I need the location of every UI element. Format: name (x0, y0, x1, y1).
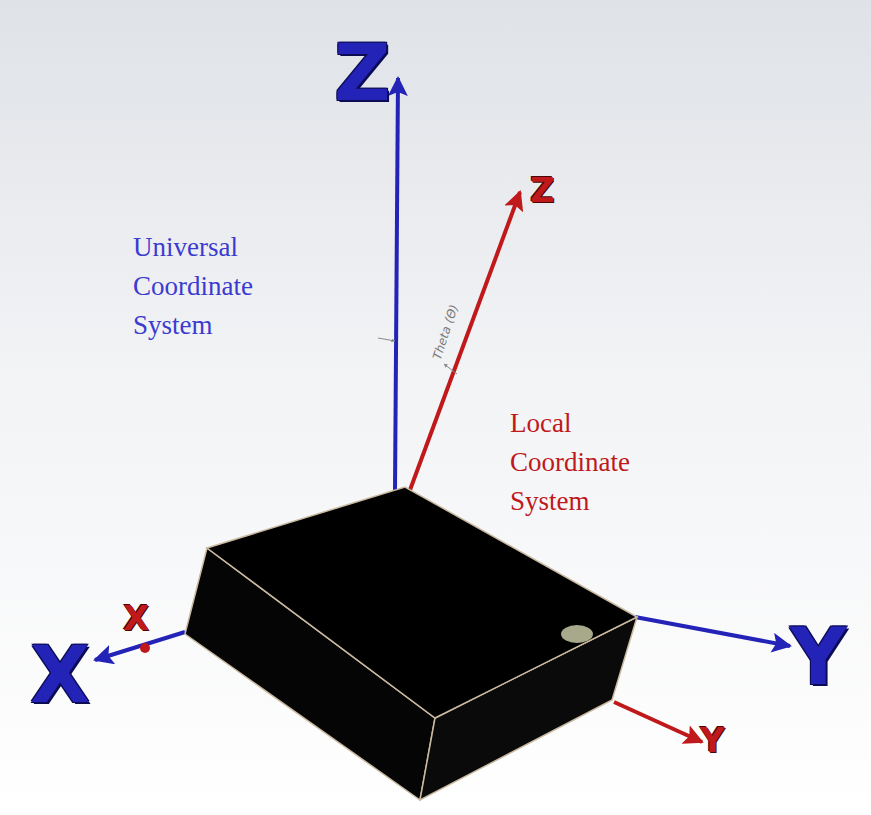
local-x-axis (140, 643, 150, 653)
axis-label: Z (334, 28, 391, 118)
axis-label: X (123, 598, 149, 638)
angle-label: Theta (Θ) (430, 302, 461, 361)
theta-marker (378, 338, 395, 341)
theta-marker (444, 364, 457, 374)
local-y-axis (614, 702, 702, 742)
universal-z-axis (395, 78, 398, 490)
axis-label: Y (790, 612, 846, 702)
axis-label: X (30, 630, 90, 720)
indicator-dot (561, 625, 593, 643)
local-z-axis (410, 192, 520, 490)
box-top-face (207, 487, 637, 718)
system-label: Local Coordinate System (510, 404, 680, 521)
universal-y-axis (635, 617, 790, 646)
axis-label: Z (530, 170, 555, 210)
system-label: Universal Coordinate System (133, 228, 303, 345)
axis-label: Y (700, 720, 725, 760)
